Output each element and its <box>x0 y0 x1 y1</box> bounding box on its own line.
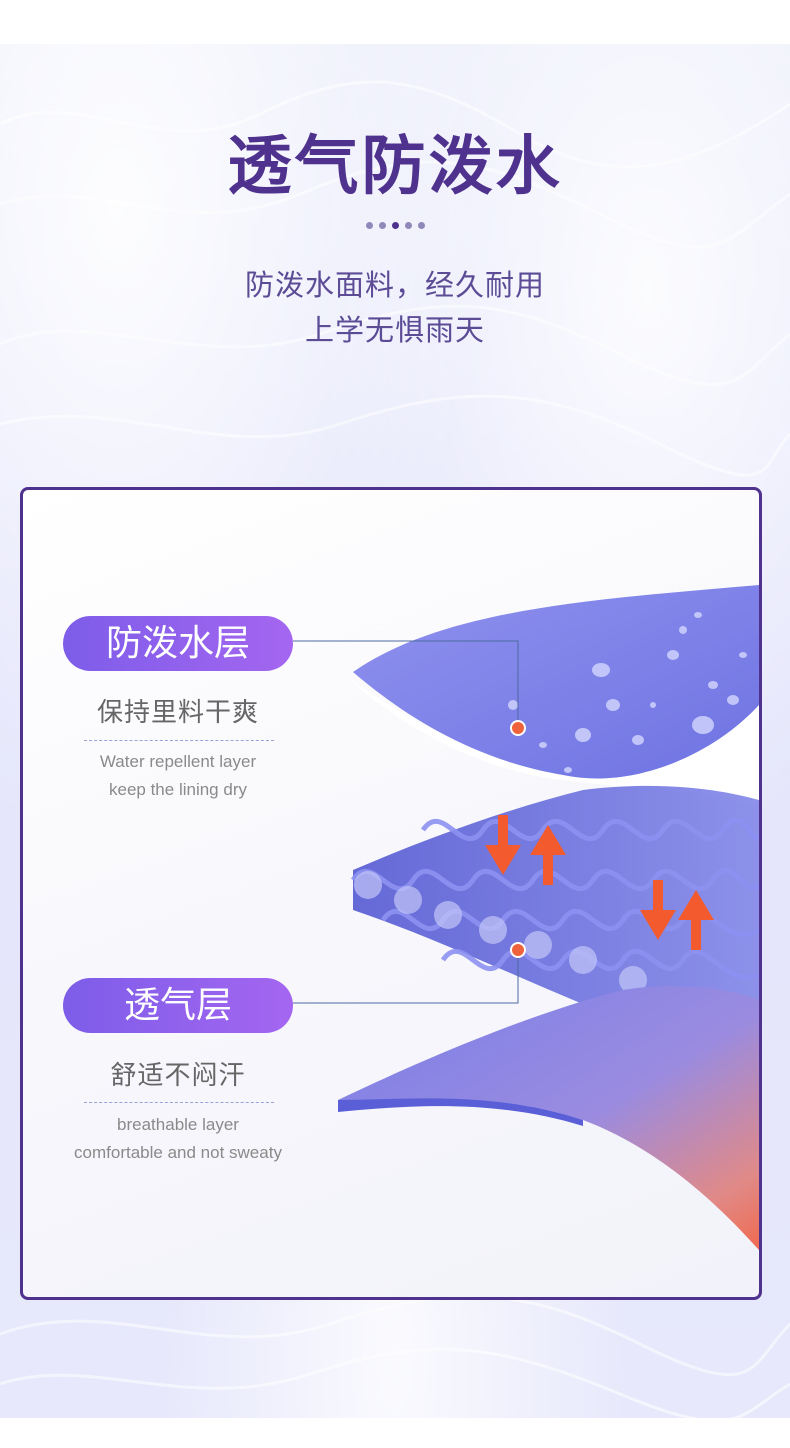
pager-dot <box>417 222 425 229</box>
breathable-layer-pill: 透气层 <box>63 978 293 1033</box>
en-line-2: keep the lining dry <box>109 780 247 799</box>
breathable-layer-en: breathable layer comfortable and not swe… <box>43 1111 313 1167</box>
water-repellent-layer-en: Water repellent layer keep the lining dr… <box>43 748 313 804</box>
subtitle-line-2: 上学无惧雨天 <box>304 313 485 347</box>
pager-dot <box>365 222 373 229</box>
marker-dot-icon <box>510 720 526 958</box>
divider <box>84 1102 274 1103</box>
breathable-layer-desc: 舒适不闷汗 <box>110 1061 246 1091</box>
water-repellent-layer-graphic <box>348 585 759 808</box>
subtitle-line-1: 防泼水面料，经久耐用 <box>244 268 545 302</box>
ripple-pattern <box>0 80 790 1418</box>
water-repellent-layer-pill: 防泼水层 <box>63 616 293 671</box>
up-down-arrows-icon <box>485 815 714 950</box>
en-line-2: comfortable and not sweaty <box>74 1143 282 1162</box>
water-droplets <box>508 612 747 773</box>
page-title: 透气防泼水 <box>227 130 563 204</box>
en-line-1: breathable layer <box>117 1115 239 1134</box>
pager-dot <box>404 222 412 229</box>
pager-dot-active <box>391 222 399 229</box>
pager-dots <box>0 222 790 229</box>
en-line-1: Water repellent layer <box>99 752 257 771</box>
callout-lines <box>293 640 519 1004</box>
lining-layer-graphic <box>338 985 759 1250</box>
fabric-layers-card: 防泼水层 保持里料干爽 Water repellent layer keep t… <box>20 487 762 1300</box>
pager-dot <box>378 222 386 229</box>
water-repellent-layer-desc: 保持里料干爽 <box>96 698 259 728</box>
divider <box>84 740 274 741</box>
fabric-layers-illustration <box>293 585 759 1250</box>
